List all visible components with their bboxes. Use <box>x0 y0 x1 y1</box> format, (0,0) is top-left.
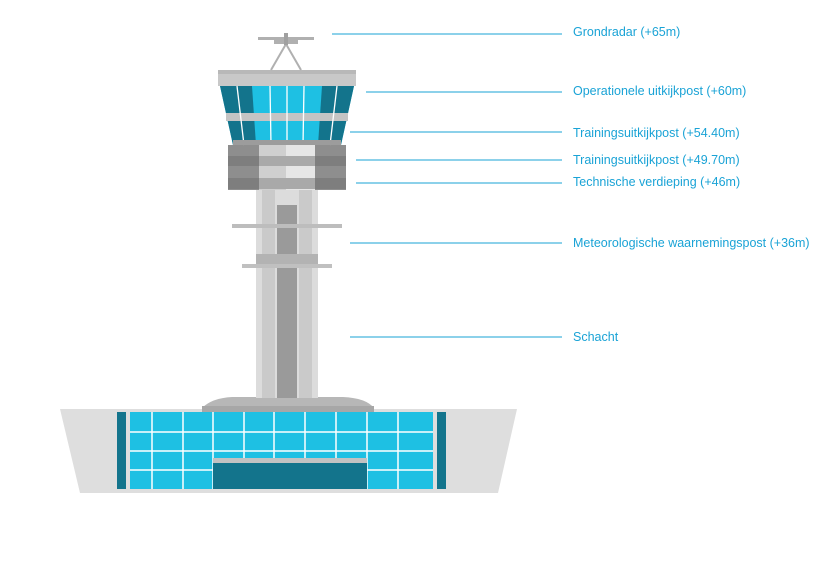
ground-radar <box>258 33 314 71</box>
base-building <box>60 397 517 493</box>
middle-center-band-2 <box>259 178 315 189</box>
label-schacht: Schacht <box>573 330 619 344</box>
shaft-right-rib <box>299 190 312 398</box>
shaft-core <box>277 205 297 398</box>
meteo-platform-lower <box>242 264 332 268</box>
entrance-canopy <box>213 458 367 463</box>
label-technische-verdieping: Technische verdieping (+46m) <box>573 175 740 189</box>
meteo-platform-upper <box>232 224 342 228</box>
radar-leg-left <box>270 43 287 71</box>
label-grondradar: Grondradar (+65m) <box>573 25 680 39</box>
label-trainingsuitkijkpost-4970: Trainingsuitkijkpost (+49.70m) <box>573 153 740 167</box>
label-operationele-uitkijkpost: Operationele uitkijkpost (+60m) <box>573 84 746 98</box>
left-column <box>117 412 126 489</box>
facade-grid <box>130 412 433 489</box>
right-column <box>437 412 446 489</box>
leader-lines <box>332 33 562 338</box>
labels: Grondradar (+65m) Operationele uitkijkpo… <box>573 25 810 344</box>
tower-cab <box>218 70 356 146</box>
label-meteorologische-waarnemingspost: Meteorologische waarnemingspost (+36m) <box>573 236 810 250</box>
shaft-left-rib <box>262 190 275 398</box>
cab-mullions <box>236 85 338 146</box>
cab-roof-edge <box>218 70 356 74</box>
meteo-platform-block <box>256 254 318 264</box>
shaft-podium <box>202 397 374 408</box>
radar-post <box>284 33 288 45</box>
cab-base <box>233 140 341 145</box>
middle-block <box>228 145 346 190</box>
radar-leg-right <box>285 43 302 71</box>
podium-ledge <box>202 406 374 412</box>
label-trainingsuitkijkpost-5440: Trainingsuitkijkpost (+54.40m) <box>573 126 740 140</box>
entrance <box>213 463 367 489</box>
middle-center-band-1 <box>259 156 315 166</box>
tower-shaft <box>232 190 342 398</box>
